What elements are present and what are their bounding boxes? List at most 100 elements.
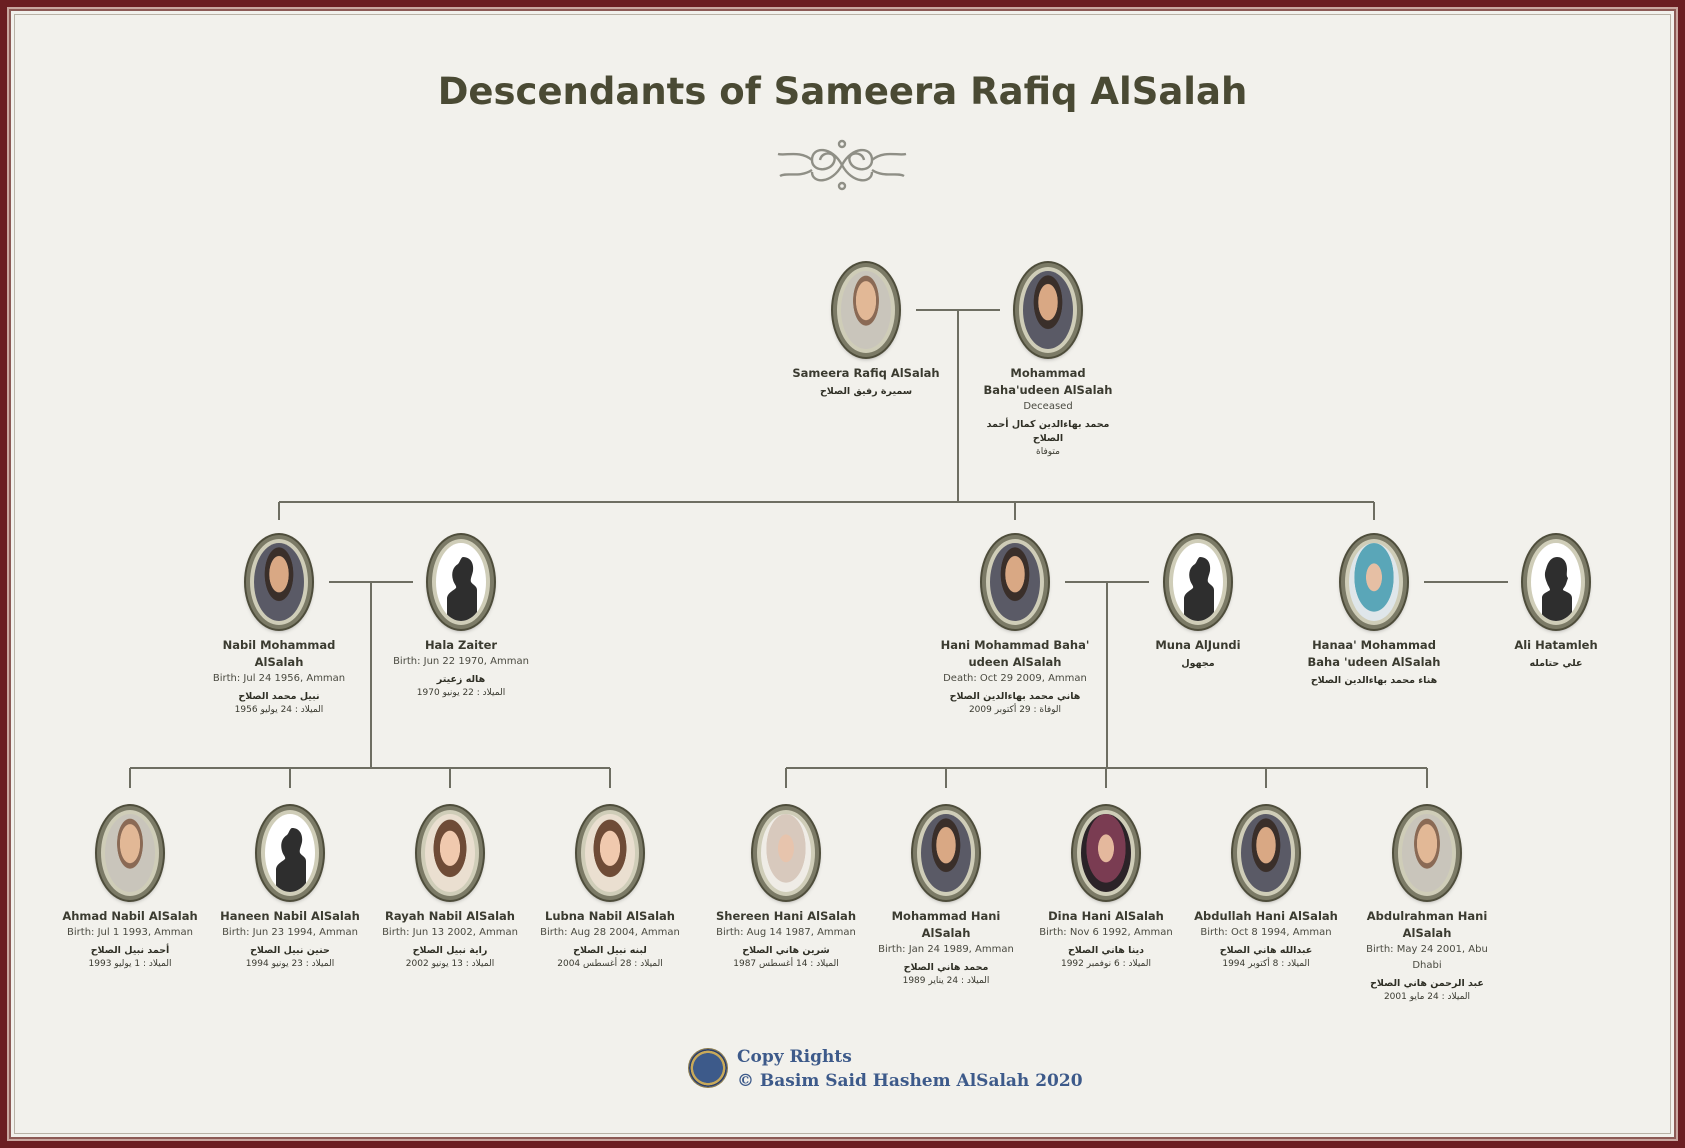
arabic-name: مجهول bbox=[1181, 658, 1215, 669]
person-name: Ali Hatamleh bbox=[1514, 638, 1598, 652]
arabic-name: علي حتامله bbox=[1529, 658, 1583, 669]
arabic-name: دينا هاني الصلاح bbox=[1067, 945, 1145, 956]
portrait-frame bbox=[1341, 535, 1407, 629]
arabic-name: محمد بهاءالدين كمال أحمد الصلاح bbox=[986, 419, 1110, 444]
portrait-photo bbox=[1081, 814, 1131, 892]
person-name: Abdulrahman Hani AlSalah bbox=[1366, 909, 1488, 940]
arabic-name: هناء محمد بهاءالدين الصلاح bbox=[1310, 675, 1438, 686]
arabic-detail: الميلاد : 24 يوليو 1956 bbox=[234, 705, 324, 715]
person-card[interactable]: Muna AlJundi مجهول bbox=[1123, 535, 1273, 671]
portrait-frame bbox=[428, 535, 494, 629]
person-name: Ahmad Nabil AlSalah bbox=[62, 909, 198, 923]
person-card[interactable]: Ahmad Nabil AlSalah Birth: Jul 1 1993, A… bbox=[55, 806, 205, 971]
portrait-photo bbox=[425, 814, 475, 892]
person-card[interactable]: Hanaa' Mohammad Baha 'udeen AlSalah هناء… bbox=[1299, 535, 1449, 688]
arabic-detail: الميلاد : 6 نوفمبر 1992 bbox=[1060, 959, 1151, 969]
person-card[interactable]: Sameera Rafiq AlSalah سميرة رفيق الصلاح bbox=[791, 263, 941, 399]
arabic-detail: الوفاة : 29 أكتوبر 2009 bbox=[968, 705, 1062, 715]
portrait-photo bbox=[1023, 271, 1073, 349]
female-silhouette-icon bbox=[436, 543, 486, 621]
arabic-name: حنين نبيل الصلاح bbox=[250, 945, 330, 956]
person-name: Haneen Nabil AlSalah bbox=[220, 909, 360, 923]
person-card[interactable]: Rayah Nabil AlSalah Birth: Jun 13 2002, … bbox=[375, 806, 525, 971]
arabic-detail: الميلاد : 1 يوليو 1993 bbox=[88, 959, 172, 969]
portrait-frame bbox=[1523, 535, 1589, 629]
person-name: Abdullah Hani AlSalah bbox=[1194, 909, 1338, 923]
person-card[interactable]: Hani Mohammad Baha' udeen AlSalah Death:… bbox=[940, 535, 1090, 717]
portrait-photo bbox=[1241, 814, 1291, 892]
person-card[interactable]: Abdulrahman Hani AlSalah Birth: May 24 2… bbox=[1352, 806, 1502, 1004]
person-card[interactable]: Dina Hani AlSalah Birth: Nov 6 1992, Amm… bbox=[1031, 806, 1181, 971]
arabic-name: نبيل محمد الصلاح bbox=[238, 691, 320, 702]
person-name: Hala Zaiter bbox=[424, 638, 498, 652]
arabic-name: شرين هاني الصلاح bbox=[742, 945, 830, 956]
arabic-detail: متوفاة bbox=[1036, 447, 1060, 457]
person-name: Rayah Nabil AlSalah bbox=[385, 909, 515, 923]
arabic-name: محمد هاني الصلاح bbox=[903, 962, 989, 973]
portrait-frame bbox=[1394, 806, 1460, 900]
birth-info: Birth: Jul 24 1956, Amman bbox=[212, 673, 346, 684]
portrait-frame bbox=[913, 806, 979, 900]
arabic-detail: الميلاد : 22 يونيو 1970 bbox=[416, 688, 506, 698]
ornament-flourish-icon bbox=[777, 139, 907, 191]
portrait-photo bbox=[254, 543, 304, 621]
person-name: Mohammad Baha'udeen AlSalah bbox=[983, 366, 1113, 397]
person-card[interactable]: Mohammad Baha'udeen AlSalah Deceased محم… bbox=[973, 263, 1123, 459]
arabic-name: سميرة رفيق الصلاح bbox=[819, 386, 913, 397]
person-name: Lubna Nabil AlSalah bbox=[545, 909, 675, 923]
person-name: Sameera Rafiq AlSalah bbox=[792, 366, 940, 380]
birth-info: Birth: Jul 1 1993, Amman bbox=[67, 927, 193, 938]
portrait-frame bbox=[1015, 263, 1081, 357]
arabic-name: لبنه نبيل الصلاح bbox=[573, 945, 647, 956]
portrait-frame bbox=[577, 806, 643, 900]
portrait-photo bbox=[921, 814, 971, 892]
arabic-name: راية نبيل الصلاح bbox=[412, 945, 488, 956]
birth-info: Birth: Jun 23 1994, Amman bbox=[222, 927, 358, 938]
birth-info: Birth: Jun 22 1970, Amman bbox=[393, 656, 529, 667]
portrait-frame bbox=[982, 535, 1048, 629]
portrait-photo bbox=[1402, 814, 1452, 892]
birth-info: Birth: Jun 13 2002, Amman bbox=[382, 927, 518, 938]
portrait-photo bbox=[1349, 543, 1399, 621]
person-name: Hanaa' Mohammad Baha 'udeen AlSalah bbox=[1307, 638, 1441, 669]
arabic-name: عبد الرحمن هاني الصلاح bbox=[1370, 978, 1484, 989]
death-info: Death: Oct 29 2009, Amman bbox=[943, 673, 1087, 684]
person-card[interactable]: Ali Hatamleh علي حتامله bbox=[1481, 535, 1631, 671]
portrait-frame bbox=[417, 806, 483, 900]
arabic-detail: الميلاد : 14 أغسطس 1987 bbox=[733, 959, 839, 969]
male-silhouette-icon bbox=[1531, 543, 1581, 621]
birth-info: Birth: Aug 28 2004, Amman bbox=[540, 927, 680, 938]
arabic-name: أحمد نبيل الصلاح bbox=[90, 945, 170, 956]
portrait-frame bbox=[97, 806, 163, 900]
person-card[interactable]: Haneen Nabil AlSalah Birth: Jun 23 1994,… bbox=[215, 806, 365, 971]
page-title: Descendants of Sameera Rafiq AlSalah bbox=[437, 70, 1248, 113]
person-card[interactable]: Shereen Hani AlSalah Birth: Aug 14 1987,… bbox=[711, 806, 861, 971]
portrait-frame bbox=[1165, 535, 1231, 629]
person-card[interactable]: Hala Zaiter Birth: Jun 22 1970, Amman ها… bbox=[386, 535, 536, 700]
portrait-photo bbox=[585, 814, 635, 892]
portrait-frame bbox=[1233, 806, 1299, 900]
arabic-name: هاني محمد بهاءالدين الصلاح bbox=[949, 691, 1081, 702]
person-name: Shereen Hani AlSalah bbox=[715, 909, 857, 923]
copyright-author: © Basim Said Hashem AlSalah 2020 bbox=[737, 1071, 1083, 1091]
person-card[interactable]: Abdullah Hani AlSalah Birth: Oct 8 1994,… bbox=[1191, 806, 1341, 971]
female-silhouette-icon bbox=[1173, 543, 1223, 621]
arabic-detail: الميلاد : 13 يونيو 2002 bbox=[405, 959, 495, 969]
person-name: Hani Mohammad Baha' udeen AlSalah bbox=[940, 638, 1090, 669]
person-card[interactable]: Mohammad Hani AlSalah Birth: Jan 24 1989… bbox=[871, 806, 1021, 988]
portrait-photo bbox=[990, 543, 1040, 621]
birth-info: Birth: Jan 24 1989, Amman bbox=[878, 944, 1014, 955]
portrait-frame bbox=[257, 806, 323, 900]
portrait-frame bbox=[1073, 806, 1139, 900]
female-silhouette-icon bbox=[265, 814, 315, 892]
person-name: Muna AlJundi bbox=[1155, 638, 1241, 652]
person-card[interactable]: Nabil Mohammad AlSalah Birth: Jul 24 195… bbox=[204, 535, 354, 717]
birth-info: Birth: Nov 6 1992, Amman bbox=[1039, 927, 1173, 938]
portrait-photo bbox=[761, 814, 811, 892]
arabic-detail: الميلاد : 24 مايو 2001 bbox=[1383, 992, 1471, 1002]
person-card[interactable]: Lubna Nabil AlSalah Birth: Aug 28 2004, … bbox=[535, 806, 685, 971]
portrait-frame bbox=[246, 535, 312, 629]
birth-info: Birth: Aug 14 1987, Amman bbox=[716, 927, 856, 938]
arabic-name: عبدالله هاني الصلاح bbox=[1219, 945, 1313, 956]
